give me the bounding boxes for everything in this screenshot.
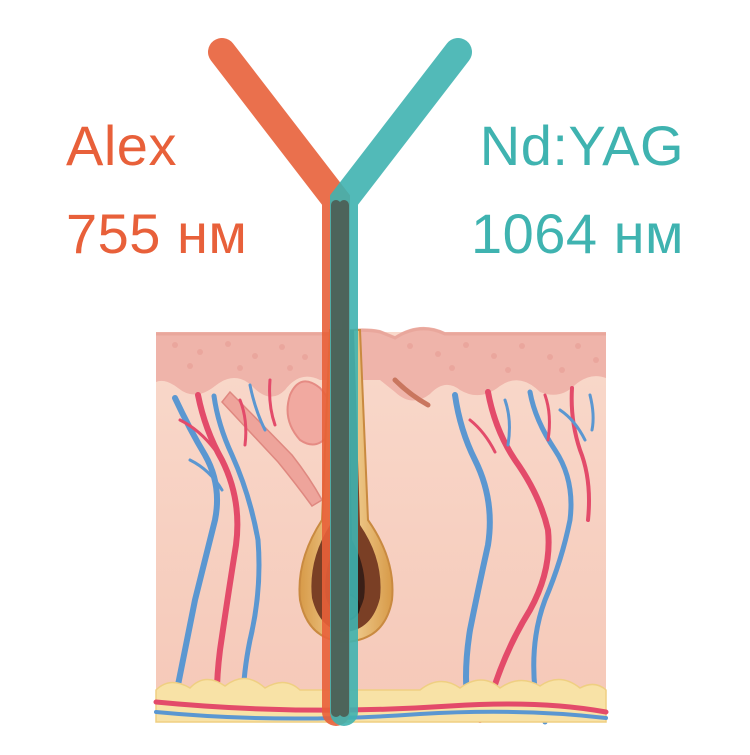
alex-wavelength-label: 755 нм <box>66 202 248 265</box>
alex-label: Alex <box>66 114 177 177</box>
deep-vessels <box>153 699 609 721</box>
nerve-ending <box>392 377 431 408</box>
epidermis-texture <box>172 341 599 373</box>
ndyag-wavelength-label: 1064 нм <box>470 202 684 265</box>
arrector-pili-muscle <box>221 390 324 507</box>
blood-vessels-left <box>169 378 277 723</box>
laser-beams <box>208 38 472 726</box>
ndyag-label: Nd:YAG <box>479 114 684 177</box>
beam-overlap <box>331 200 349 717</box>
